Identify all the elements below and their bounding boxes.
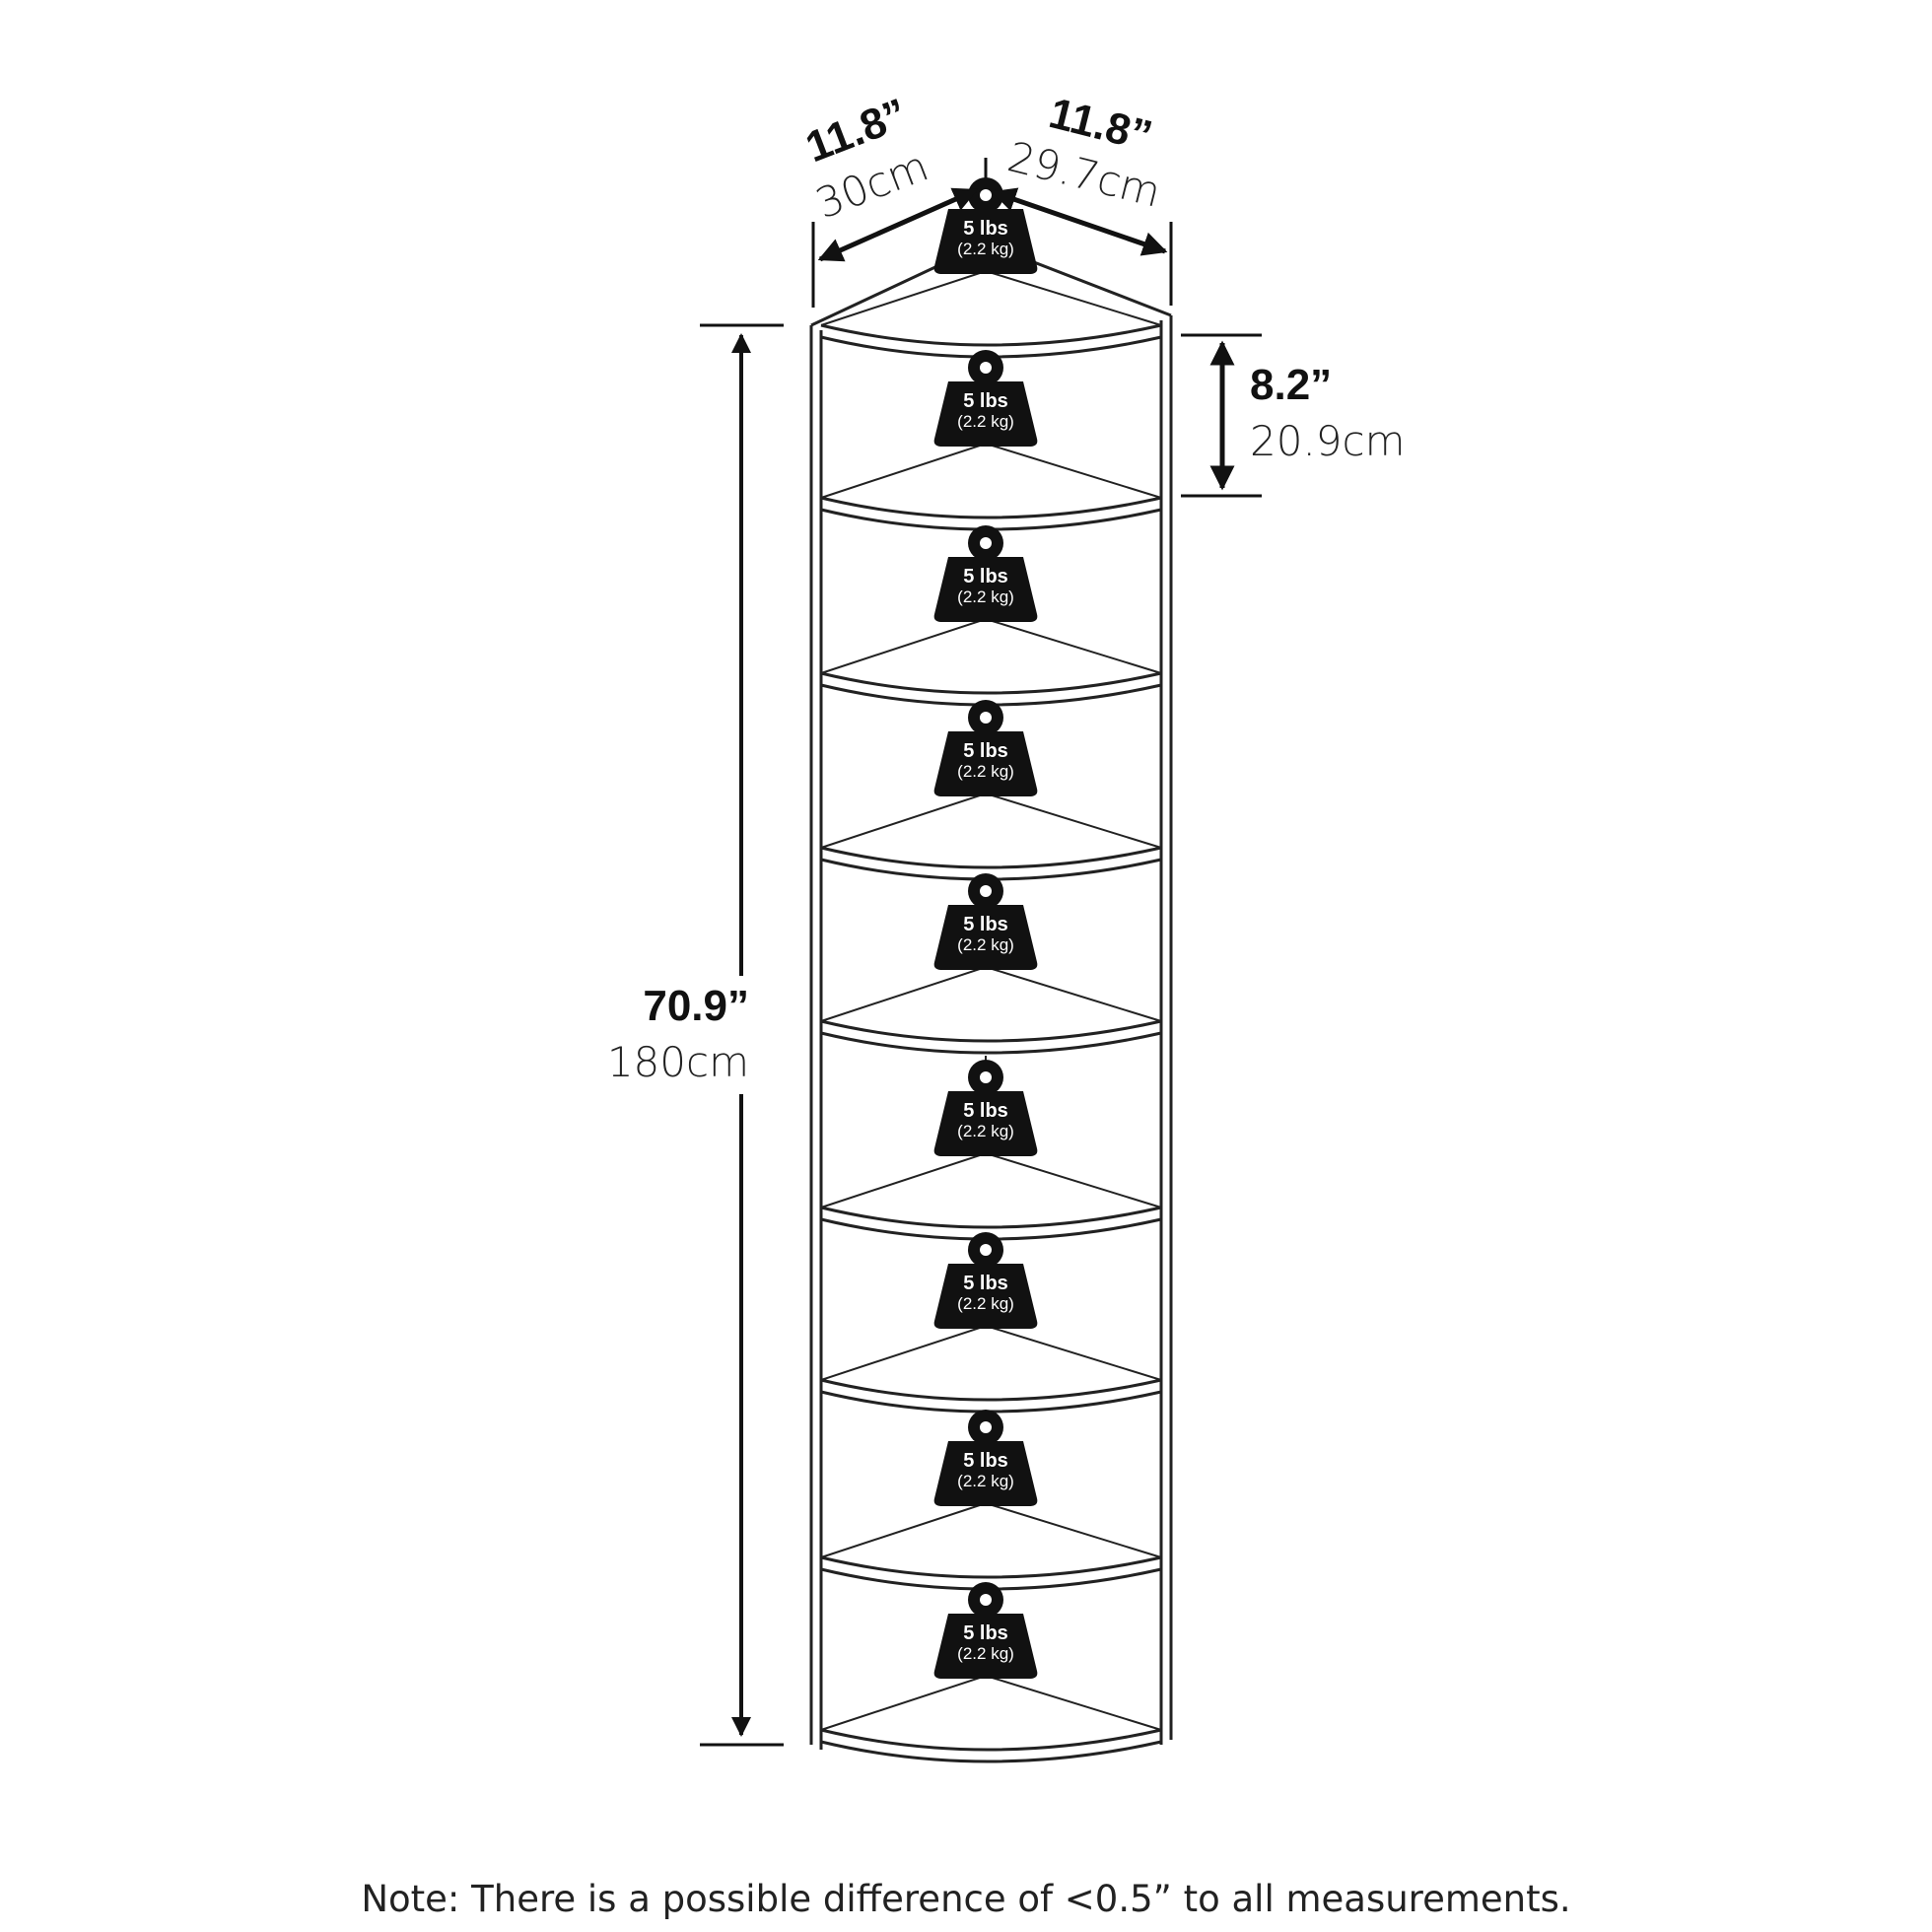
weight-sublabel: (2.2 kg) — [957, 1122, 1014, 1140]
weight-icon: 5 lbs(2.2 kg) — [933, 700, 1038, 796]
shelf-spacing-dimension: 8.2” 20.9cm — [1181, 333, 1406, 498]
weight-sublabel: (2.2 kg) — [957, 1472, 1014, 1490]
weight-sublabel: (2.2 kg) — [957, 762, 1014, 781]
weight-sublabel: (2.2 kg) — [957, 1644, 1014, 1663]
weight-label: 5 lbs — [963, 1273, 1008, 1294]
weight-icon: 5 lbs(2.2 kg) — [933, 177, 1038, 274]
weight-sublabel: (2.2 kg) — [957, 935, 1014, 954]
weight-label: 5 lbs — [963, 914, 1008, 935]
weight-label: 5 lbs — [963, 1450, 1008, 1472]
shelves: 5 lbs(2.2 kg)5 lbs(2.2 kg)5 lbs(2.2 kg)5… — [820, 177, 1162, 1763]
weight-icon: 5 lbs(2.2 kg) — [933, 873, 1038, 970]
weight-label: 5 lbs — [963, 740, 1008, 762]
measurement-note: Note: There is a possible difference of … — [361, 1878, 1571, 1920]
weight-label: 5 lbs — [963, 390, 1008, 412]
weight-icon: 5 lbs(2.2 kg) — [933, 350, 1038, 447]
shelf-spacing-imperial: 8.2” — [1250, 361, 1332, 409]
width-right-dimension: 11.8” 29.7cm — [991, 89, 1173, 306]
shelf — [820, 269, 1162, 359]
weight-icon: 5 lbs(2.2 kg) — [933, 1410, 1038, 1506]
weight-label: 5 lbs — [963, 1622, 1008, 1644]
weight-icon: 5 lbs(2.2 kg) — [933, 1060, 1038, 1156]
weight-sublabel: (2.2 kg) — [957, 1294, 1014, 1313]
weight-sublabel: (2.2 kg) — [957, 587, 1014, 606]
weight-label: 5 lbs — [963, 218, 1008, 240]
weight-sublabel: (2.2 kg) — [957, 240, 1014, 258]
weight-label: 5 lbs — [963, 1100, 1008, 1122]
weight-icon: 5 lbs(2.2 kg) — [933, 1582, 1038, 1679]
weight-sublabel: (2.2 kg) — [957, 412, 1014, 431]
height-metric: 180cm — [607, 1038, 749, 1086]
weight-label: 5 lbs — [963, 566, 1008, 587]
weight-icon: 5 lbs(2.2 kg) — [933, 1232, 1038, 1329]
shelf-spacing-metric: 20.9cm — [1250, 417, 1406, 465]
width-left-dimension: 11.8” 30cm — [799, 90, 979, 308]
height-dimension: 70.9” 180cm — [607, 323, 784, 1747]
height-imperial: 70.9” — [643, 982, 749, 1030]
weight-icon: 5 lbs(2.2 kg) — [933, 525, 1038, 622]
